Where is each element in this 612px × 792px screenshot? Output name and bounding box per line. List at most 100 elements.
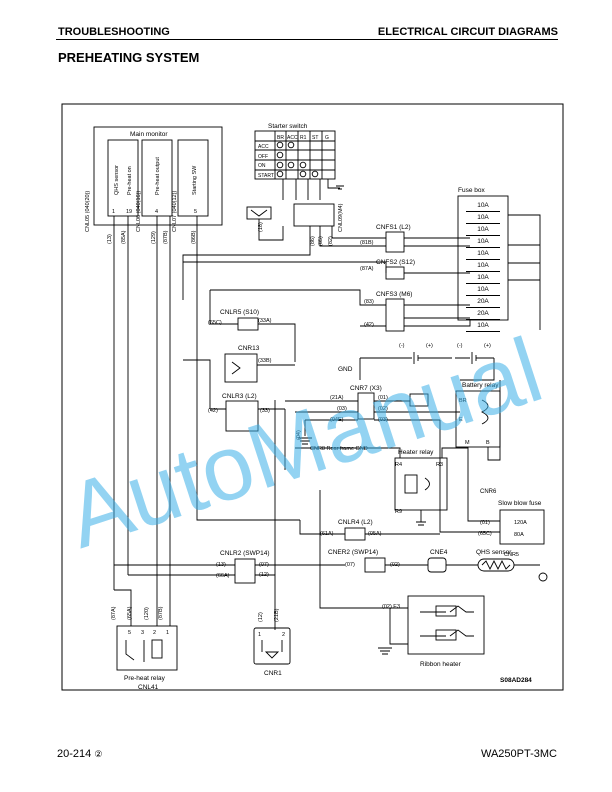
- connector-cnl06: CNL06 (040(16)): [136, 191, 142, 232]
- page-revision-mark: ②: [94, 749, 103, 759]
- battery-relay-br: BR: [459, 398, 467, 404]
- wire-129-monitor: (129): [151, 231, 157, 244]
- fuse-box-label: Fuse box: [458, 187, 485, 194]
- cnr7-label: CNR7 (X3): [350, 385, 382, 392]
- cnr1-pin-1: 1: [258, 632, 261, 638]
- starter-row-start: START: [258, 173, 274, 179]
- gnd-label: GND: [338, 366, 353, 373]
- wire-13-monitor: (13): [107, 234, 113, 244]
- cnfs2-label: CNFS2 (S12): [376, 259, 415, 266]
- header-section-label: TROUBLESHOOTING: [58, 26, 170, 38]
- fuse-5: 10A: [466, 260, 500, 272]
- footer-page-number: 20-214 ②: [57, 748, 102, 760]
- page-number: 20-214: [57, 748, 92, 760]
- wire-33a: (33A): [258, 318, 272, 324]
- cnr7-inline-part: [409, 393, 429, 407]
- wire-42: (42): [364, 322, 374, 328]
- battery-pos-2: (+): [484, 343, 491, 349]
- wire-33b: (33B): [258, 358, 272, 364]
- cnr1-pin-2: 2: [282, 632, 285, 638]
- starter-row-acc: ACC: [258, 144, 269, 150]
- cnr8-label: CNR8 Rear frame GND: [310, 446, 368, 452]
- cnr1-wire-12: (12): [258, 612, 264, 622]
- cnr1-label: CNR1: [264, 670, 282, 677]
- monitor-wires: [113, 216, 300, 590]
- starter-ground: [336, 185, 344, 190]
- cnfs1-label: CNFS1 (L2): [376, 224, 411, 231]
- diagram-frame: [61, 103, 564, 691]
- main-monitor-label: Main monitor: [130, 131, 168, 138]
- cnr13-connector: [224, 353, 258, 383]
- relay-pin-3: 3: [141, 630, 144, 636]
- relay-wire-65a: (65A): [127, 606, 133, 620]
- cnl41-label: CNL41: [138, 684, 159, 691]
- fuse-2: 10A: [466, 224, 500, 236]
- fuse-7: 10A: [466, 284, 500, 296]
- wire-86: (86): [310, 236, 316, 246]
- fuse-0: 10A: [466, 200, 500, 212]
- wire-87a: (87A): [360, 266, 374, 272]
- fuse-1: 10A: [466, 212, 500, 224]
- wire-66a: (66A): [216, 573, 230, 579]
- relay-pin-1: 1: [166, 630, 169, 636]
- wire-01-fuse: (01): [480, 520, 490, 526]
- cnlr2-label: CNLR2 (SWP14): [220, 550, 269, 557]
- wire-01: (01): [378, 395, 388, 401]
- battery-neg-1: (-): [399, 343, 405, 349]
- heater-relay-label: Heater relay: [398, 449, 434, 456]
- fuse-9: 20A: [466, 308, 500, 320]
- header-chapter-label: ELECTRICAL CIRCUIT DIAGRAMS: [377, 26, 558, 38]
- cnfs1-connector: [385, 231, 405, 253]
- fuse-box: Fuse box: [457, 187, 509, 321]
- wire-87b-monitor: (87B): [163, 230, 169, 244]
- battery-relay-b: B: [486, 440, 490, 446]
- watermark-text: AutoManual: [55, 319, 553, 568]
- slow-blow-fuse: [499, 509, 545, 545]
- fuse-120a: 120A: [514, 520, 527, 526]
- heater-relay-r4: R4: [395, 462, 402, 468]
- monitor-qhs-sensor: QHS sensor: [114, 165, 120, 195]
- starter-col-br: BR: [277, 135, 284, 141]
- starter-wires: [282, 179, 340, 200]
- qhs-sensor-label: QHS sensor: [476, 549, 512, 556]
- wire-82: (82): [328, 236, 334, 246]
- monitor-preheat-output: Pre-heat output: [155, 157, 161, 195]
- wire-83: (83): [364, 299, 374, 305]
- wire-03-left: (03): [337, 406, 347, 412]
- cnr13-label: CNR13: [238, 345, 260, 352]
- monitor-preheat-on: Pre-heat on: [127, 166, 133, 195]
- starter-col-st: ST: [312, 135, 318, 141]
- fuse-10: 10A: [466, 320, 500, 332]
- fuse-feed-wires: [404, 237, 471, 327]
- relay-wire-87b: (87B): [158, 606, 164, 620]
- monitor-pin-19: 19: [126, 209, 132, 215]
- battery-neg-2: (-): [457, 343, 463, 349]
- relay-pin-2: 2: [153, 630, 156, 636]
- cnr5-label: CNR5: [504, 552, 519, 558]
- wire-02-e3: (02) E3: [382, 604, 400, 610]
- preheat-relay-label: Pre-heat relay: [124, 675, 166, 682]
- wire-07-cner2: (07): [345, 562, 355, 568]
- fuse-out-wires: [508, 214, 541, 330]
- diagram-code: S08AD284: [500, 677, 532, 684]
- battery-relay-label: Battery relay: [462, 382, 499, 389]
- cnr6-label: CNR6: [480, 489, 497, 495]
- wire-85: (85): [318, 236, 324, 246]
- battery-1: [396, 352, 494, 364]
- page-title: PREHEATING SYSTEM: [58, 50, 200, 65]
- wire-02-cnr7: (02): [378, 406, 388, 412]
- preheat-relay: [116, 625, 178, 671]
- cnr1-wire-21b: (21B): [274, 608, 280, 622]
- monitor-pin-5: 5: [194, 209, 197, 215]
- ribbon-heater: [407, 595, 485, 655]
- starter-switch: Starter switch BR ACC R1 ST G ACC OFF ON…: [254, 123, 336, 180]
- fuse-6: 10A: [466, 272, 500, 284]
- cnlr4-label: CNLR4 (L2): [338, 519, 373, 526]
- heater-relay-r9: R9: [395, 509, 402, 515]
- battery-pos-1: (+): [426, 343, 433, 349]
- cnl09-connector: [293, 203, 335, 227]
- fuse-80a: 80A: [514, 532, 524, 538]
